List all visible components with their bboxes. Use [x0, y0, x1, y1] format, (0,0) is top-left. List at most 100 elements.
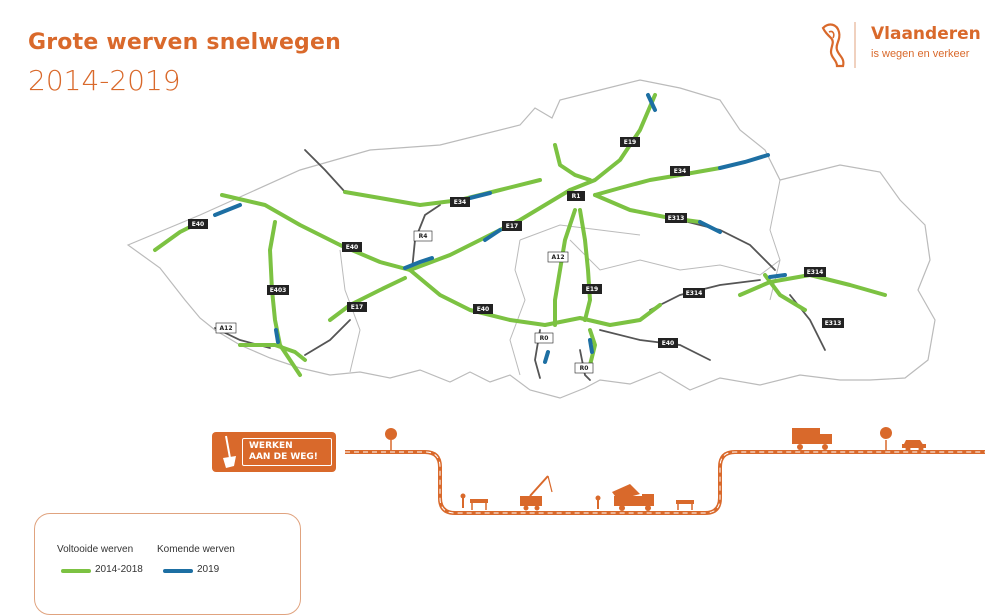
- road-label-r0-left: R0: [534, 332, 554, 344]
- tree-icon: [880, 427, 892, 450]
- completed-a12: [553, 208, 577, 327]
- legend-completed-header: Voltooide werven: [57, 544, 134, 555]
- crane-icon: [520, 475, 553, 511]
- completed-e313-east: [763, 273, 807, 312]
- road-label-e34-east: E34: [670, 166, 690, 176]
- road-label-text: R1: [572, 193, 581, 200]
- road-label-text: E40: [346, 244, 358, 251]
- road-label-text: E313: [668, 215, 685, 222]
- road-labels: E40 E403 A12 E17 E40 R4 E34 E17 E40 A12 …: [188, 137, 844, 374]
- upcoming-e17-mid: [483, 228, 502, 242]
- worker-icon: [595, 495, 601, 509]
- road-label-e17-mid: E17: [502, 221, 522, 231]
- road-label-text: R0: [540, 335, 549, 342]
- road-segment: [411, 204, 441, 271]
- upcoming-e34-east: [718, 153, 770, 170]
- upcoming-e313-south: [543, 350, 550, 364]
- flanders-roadworks-map: E40 E403 A12 E17 E40 R4 E34 E17 E40 A12 …: [126, 79, 985, 515]
- upcoming-works: [213, 93, 787, 364]
- legend-upcoming-value: 2019: [197, 564, 220, 575]
- road-label-text: R4: [419, 233, 428, 240]
- legend: Voltooide werven Komende werven 2014-201…: [34, 513, 301, 615]
- road-label-e403: E403: [267, 285, 289, 295]
- province-border: [519, 224, 641, 241]
- road-label-text: E17: [351, 304, 363, 311]
- completed-e19-north: [568, 93, 657, 192]
- completed-e19-south: [578, 208, 592, 322]
- upcoming-e40-coast: [213, 203, 242, 217]
- completed-a17-loop: [238, 343, 307, 362]
- page-subtitle: 2014-2019: [28, 64, 181, 97]
- shovel-icon: [223, 435, 236, 468]
- completed-e40-west: [220, 193, 412, 272]
- road-label-r1: R1: [567, 191, 585, 201]
- completed-e34-east: [593, 166, 722, 197]
- completed-e314: [738, 273, 887, 297]
- banner-road-dashes: [345, 451, 985, 514]
- road-label-text: E40: [662, 340, 674, 347]
- completed-e34-west: [343, 178, 542, 207]
- sign-panel: WERKEN AAN DE WEG!: [242, 438, 332, 466]
- legend-completed-swatch: [61, 569, 91, 573]
- car-icon: [902, 440, 926, 452]
- road-segment: [579, 349, 591, 381]
- road-label-e314-east: E314: [804, 267, 826, 277]
- road-label-e19-south: E19: [582, 284, 602, 294]
- works-sign: WERKEN AAN DE WEG!: [212, 432, 336, 472]
- province-border: [509, 239, 526, 376]
- road-label-text: E40: [192, 221, 204, 228]
- road-label-e40-east: E40: [658, 338, 678, 348]
- legend-upcoming-header: Komende werven: [157, 544, 235, 555]
- region-outline: [126, 79, 936, 399]
- tree-icon: [385, 428, 397, 450]
- road-label-e19-north: E19: [620, 137, 640, 147]
- road-label-text: E34: [674, 168, 686, 175]
- legend-upcoming-swatch: [163, 569, 193, 573]
- road-label-text: E314: [807, 269, 824, 276]
- upcoming-e313: [698, 220, 722, 234]
- road-label-r0-bottom: R0: [574, 362, 594, 374]
- logo: Vlaanderen is wegen en verkeer: [815, 20, 985, 70]
- road-label-text: E34: [454, 199, 466, 206]
- upcoming-e314: [768, 273, 787, 279]
- upcoming-r0: [588, 338, 594, 354]
- logo-name: Vlaanderen: [871, 24, 981, 44]
- road-label-e17-west: E17: [347, 302, 367, 312]
- logo-tagline: is wegen en verkeer: [871, 48, 970, 60]
- lion-icon: [821, 22, 856, 68]
- road-segment: [304, 149, 346, 193]
- road-segment: [679, 219, 776, 271]
- road-label-e313-east: E313: [822, 318, 844, 328]
- sign-text: WERKEN AAN DE WEG!: [249, 441, 318, 462]
- road-label-a12-left: A12: [215, 322, 237, 334]
- road-label-text: E314: [686, 290, 703, 297]
- upcoming-e34-west: [468, 191, 492, 200]
- road-label-e34-west: E34: [450, 197, 470, 207]
- road-label-a12-center: A12: [547, 251, 569, 263]
- road-label-text: E19: [624, 139, 636, 146]
- road-segment: [599, 329, 711, 361]
- road-label-text: A12: [552, 254, 565, 261]
- road-label-text: E40: [477, 306, 489, 313]
- road-label-text: A12: [220, 325, 233, 332]
- upcoming-e403: [274, 328, 280, 344]
- road-banner: [345, 427, 985, 515]
- road-label-text: E313: [825, 320, 842, 327]
- road-label-e314: E314: [683, 288, 705, 298]
- road-label-text: R0: [580, 365, 589, 372]
- road-label-r4: R4: [413, 230, 433, 242]
- road-label-text: E403: [270, 287, 287, 294]
- banner-road: [345, 450, 985, 515]
- completed-r1: [553, 143, 592, 182]
- road-label-e40-mid: E40: [342, 242, 362, 252]
- completed-e40-center: [543, 303, 662, 327]
- upcoming-e19-north: [646, 93, 657, 112]
- completed-works: [153, 93, 887, 377]
- road-label-e40-west: E40: [188, 219, 208, 229]
- barrier-icon: [470, 499, 488, 510]
- road-label-text: E19: [586, 286, 598, 293]
- road-label-text: E17: [506, 223, 518, 230]
- completed-r0: [588, 328, 597, 367]
- completed-e40-mid: [408, 268, 547, 327]
- upcoming-ring: [403, 256, 434, 270]
